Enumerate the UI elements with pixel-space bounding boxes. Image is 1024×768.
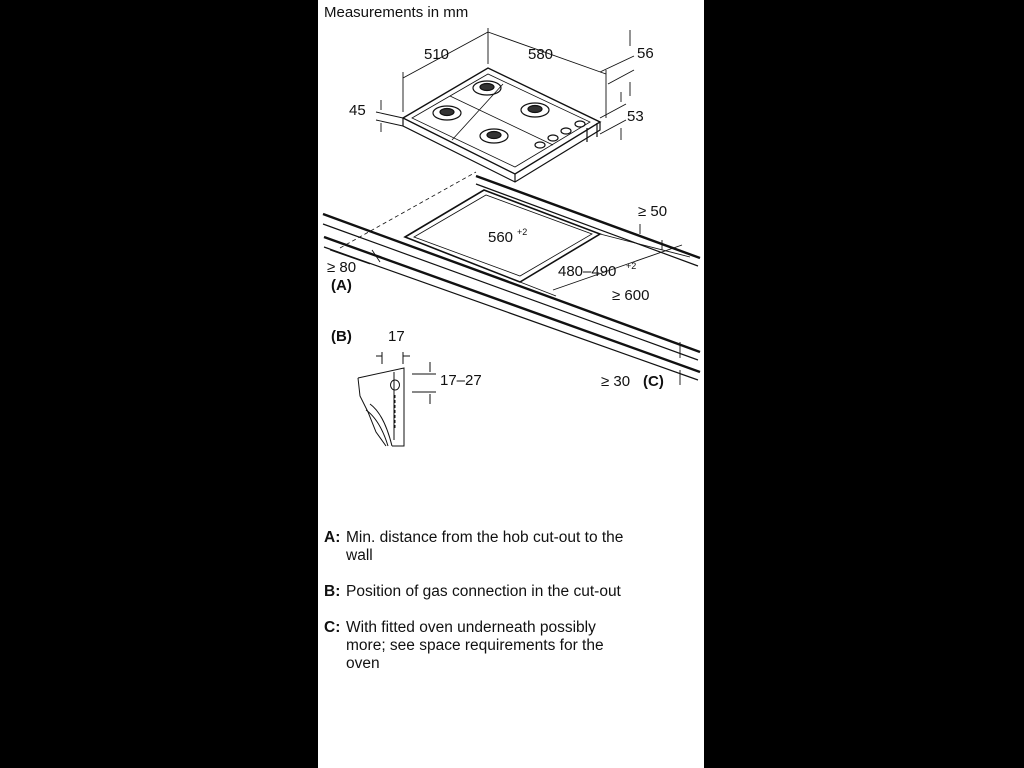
dim-front-offset-label: 45 [349, 102, 366, 119]
dim-width-label: 510 [424, 46, 449, 63]
cutout-width-label: 560 [488, 229, 513, 246]
rear-clearance-label: ≥ 50 [638, 203, 667, 220]
marker-b: (B) [331, 328, 352, 345]
gas-height-label: 17–27 [440, 372, 482, 389]
cutout-dimension-lines [329, 224, 691, 385]
note-text: With fitted oven underneath possibly mor… [346, 619, 694, 673]
note-a: A: Min. distance from the hob cut-out to… [324, 529, 694, 565]
dim-knob-depth-label: 53 [627, 108, 644, 125]
front-clearance-label: ≥ 80 [327, 259, 356, 276]
worktop-depth-label: ≥ 600 [612, 287, 649, 304]
worktop-edges [323, 235, 701, 381]
below-clearance-label: ≥ 30 [601, 373, 630, 390]
cutout-depth-tol: +2 [626, 261, 636, 271]
hob-dimension-lines [375, 28, 635, 140]
cutout-width-tol: +2 [517, 227, 527, 237]
gas-offset-label: 17 [388, 328, 405, 345]
note-line: oven [346, 655, 380, 672]
note-line: With fitted oven underneath possibly [346, 619, 596, 636]
dim-top-height-label: 56 [637, 45, 654, 62]
diagram-title: Measurements in mm [324, 4, 468, 21]
burner-rear-right [520, 102, 550, 118]
note-key: A: [324, 529, 341, 546]
hob-drawing [401, 67, 602, 183]
marker-a: (A) [331, 277, 352, 294]
legend-notes: A: Min. distance from the hob cut-out to… [324, 529, 694, 691]
note-text: Min. distance from the hob cut-out to th… [346, 529, 694, 565]
gas-connection-detail [357, 352, 436, 447]
cutout-depth-label: 480–490 [558, 263, 616, 280]
note-line: more; see space requirements for the [346, 637, 604, 654]
dim-depth-label: 580 [528, 46, 553, 63]
burner-front-right [479, 128, 509, 144]
control-knobs [534, 120, 598, 149]
note-line: Min. distance from the hob cut-out to th… [346, 529, 624, 546]
note-c: C: With fitted oven underneath possibly … [324, 619, 694, 673]
marker-c: (C) [643, 373, 664, 390]
diagram-panel [318, 0, 704, 768]
burner-front-left [432, 105, 462, 121]
note-key: B: [324, 583, 341, 600]
note-line: Position of gas connection in the cut-ou… [346, 583, 621, 600]
note-key: C: [324, 619, 341, 636]
note-text: Position of gas connection in the cut-ou… [346, 583, 694, 601]
note-b: B: Position of gas connection in the cut… [324, 583, 694, 601]
worktop-slab [322, 174, 701, 361]
burner-rear-left [472, 80, 502, 96]
note-line: wall [346, 547, 373, 564]
